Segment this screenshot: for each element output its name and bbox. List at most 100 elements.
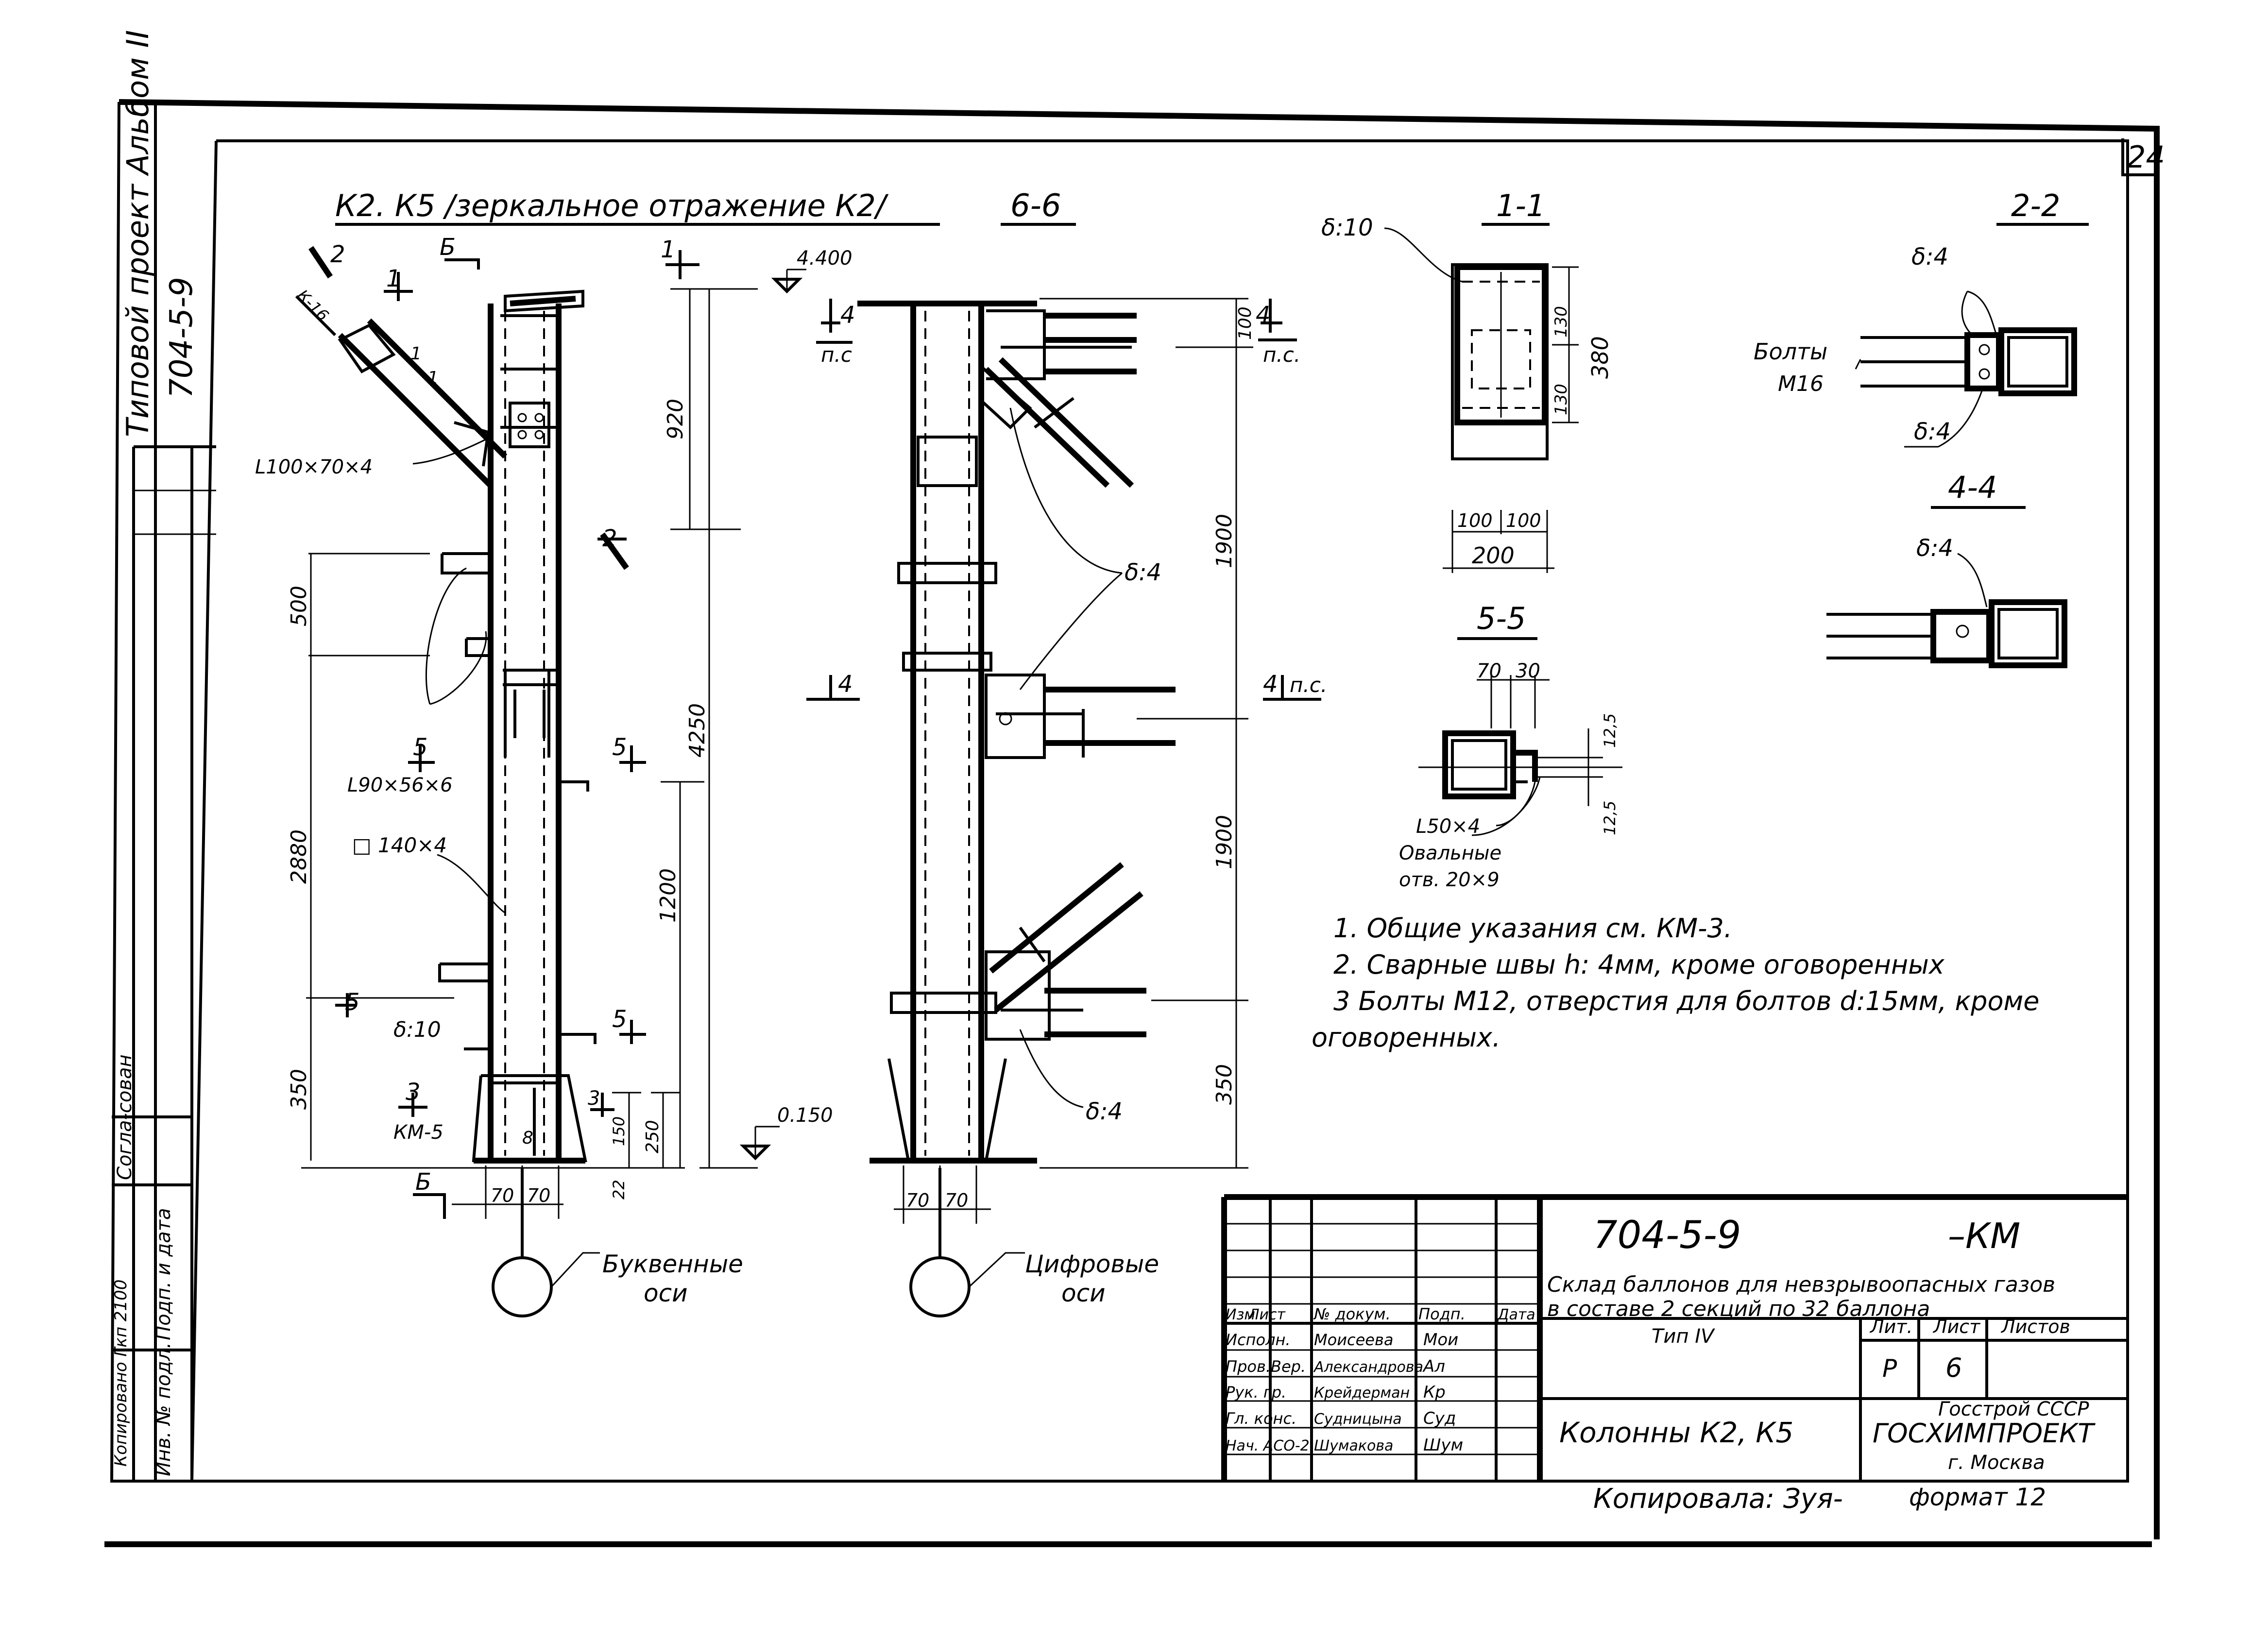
s22-plate-bottom: δ:4	[1914, 418, 1951, 445]
tb-type: Тип IV	[1652, 1325, 1715, 1348]
digit-axes-caption-1: Цифровые	[1025, 1250, 1159, 1278]
view-6-6: 6-6	[806, 188, 1321, 1317]
v66-plate-upper: δ:4	[1125, 559, 1161, 586]
v66-plate-lower: δ:4	[1086, 1098, 1123, 1125]
v66-dim-70a: 70	[906, 1190, 929, 1211]
angle-90x56: L90×56×6	[347, 774, 453, 796]
s11-dim-100b: 100	[1506, 510, 1541, 531]
main-sec-5a: 5	[413, 734, 428, 761]
v66-sec4-right: 4	[1256, 302, 1271, 329]
tb-sign-0: Мои	[1423, 1330, 1458, 1350]
tb-role-3: Гл. конс.	[1226, 1409, 1296, 1428]
general-notes: 1. Общие указания см. КМ-3. 2. Сварные ш…	[1312, 913, 2039, 1053]
main-sec-5b: 5	[612, 734, 627, 761]
s55-holes-1: Овальные	[1399, 842, 1501, 864]
tb-sign-1: Ал	[1422, 1357, 1445, 1376]
tb-org-3: г. Москва	[1948, 1451, 2045, 1474]
main-sec-3-sheet: КМ-5	[393, 1121, 443, 1144]
v66-ps-mid-right: п.с.	[1290, 673, 1327, 697]
main-sec-b: Б	[440, 234, 456, 261]
angle-100x70: L100×70×4	[255, 456, 373, 478]
tb-sheet-no: 6	[1945, 1352, 1962, 1383]
note-2: 2. Сварные швы h: 4мм, кроме оговоренных	[1333, 949, 1945, 980]
tb-stage-label: Лит.	[1869, 1316, 1913, 1337]
tb-suffix: –КМ	[1948, 1215, 2020, 1256]
tb-sheet-label: Лист	[1932, 1316, 1981, 1337]
v66-sec4-mid-left: 4	[838, 671, 853, 698]
s55-angle: L50×4	[1416, 815, 1480, 838]
plate-10: δ:10	[393, 1017, 441, 1042]
v66-ps-right: п.с.	[1263, 343, 1300, 367]
tb-sign-4: Шум	[1423, 1435, 1463, 1455]
tb-h-izm: Изм	[1226, 1306, 1255, 1323]
tb-sign-2: Кр	[1423, 1383, 1446, 1402]
dim-920: 920	[663, 399, 688, 439]
main-sec-2b: 2	[602, 525, 617, 552]
tb-sign-3: Суд	[1423, 1409, 1456, 1428]
s55-dim-125a: 12,5	[1601, 713, 1619, 748]
s55-dim-125b: 12,5	[1601, 801, 1619, 835]
letter-axes-caption-1: Буквенные	[602, 1250, 743, 1278]
tb-description-2: в составе 2 секций по 32 баллона	[1547, 1297, 1930, 1321]
dim-2880: 2880	[287, 829, 311, 884]
sheet-frame	[104, 99, 2160, 1547]
tb-sheets-label: Листов	[2000, 1316, 2070, 1337]
main-sec-3: 3	[406, 1079, 421, 1106]
dim-70b: 70	[527, 1185, 550, 1206]
project-code-vertical: 704-5-9	[164, 277, 200, 398]
copied-note: Копировано Гкп 2100	[111, 1280, 131, 1467]
tb-sheet-title: Колонны К2, К5	[1559, 1416, 1793, 1449]
view-6-6-labels: 4 п.с 4 п.с. 4 4 п.с. δ:4 δ:4 100 1900 1…	[821, 302, 1327, 1211]
v66-ps-left: п.с	[821, 343, 852, 367]
project-title: Типовой проект Альбом II	[120, 30, 155, 437]
dim-22: 22	[610, 1180, 628, 1199]
page-number: 24	[2127, 139, 2165, 175]
note-1: 1. Общие указания см. КМ-3.	[1333, 913, 1732, 944]
note-3: 3 Болты М12, отверстия для болтов d:15мм…	[1333, 986, 2039, 1016]
section-2-2: 2-2	[1855, 188, 2089, 448]
sign-label: Подп. и дата	[153, 1208, 175, 1340]
section-1-1-title: 1-1	[1496, 188, 1545, 223]
tb-format: формат 12	[1909, 1483, 2046, 1511]
tb-name-3: Судницына	[1314, 1411, 1402, 1428]
v66-sec4-mid-right: 4	[1263, 671, 1278, 698]
s22-bolts: Болты	[1754, 338, 1827, 365]
tb-name-1: Александрова	[1313, 1359, 1423, 1376]
tb-h-date: Дата	[1497, 1306, 1535, 1323]
digit-axes-caption-2: оси	[1061, 1279, 1106, 1307]
dim-8: 8	[522, 1128, 533, 1148]
slope-mark-v: 1	[427, 368, 439, 388]
section-2-2-title: 2-2	[2011, 188, 2060, 223]
section-4-4: 4-4	[1826, 470, 2067, 668]
v66-dim-100: 100	[1235, 306, 1255, 340]
tb-code: 704-5-9	[1593, 1214, 1741, 1257]
s55-dim-70: 70	[1477, 660, 1501, 682]
bottom-elevation: 0.150	[777, 1104, 833, 1127]
s11-dim-130a: 130	[1552, 306, 1571, 338]
section-2-2-labels: δ:4 δ:4 Болты М16	[1754, 243, 1951, 445]
tb-stage: Р	[1882, 1354, 1897, 1383]
v66-dim-1900b: 1900	[1212, 815, 1237, 869]
main-sec-5c: 5	[612, 1006, 627, 1033]
left-strip	[112, 104, 216, 1481]
main-sec-1b: 1	[386, 265, 401, 292]
section-1-1-labels: δ:10 380 130 130 100 100 200	[1321, 214, 1613, 569]
main-sec-b-bottom: Б	[415, 1168, 431, 1196]
tb-role-0: Исполн.	[1226, 1331, 1291, 1349]
main-view-dims: 500 920 4250 2880 1200 350 250 150 22 70…	[287, 399, 710, 1206]
agreed-label: Согла-сован	[114, 1054, 136, 1180]
s11-plate: δ:10	[1321, 214, 1373, 241]
dim-500: 500	[287, 586, 311, 626]
s55-dim-30: 30	[1516, 660, 1540, 682]
tb-name-4: Шумакова	[1314, 1437, 1393, 1454]
dim-4250: 4250	[685, 703, 710, 758]
note-3-cont: оговоренных.	[1312, 1022, 1501, 1053]
top-elevation: 4.400	[797, 247, 853, 270]
section-5-5-title: 5-5	[1477, 601, 1526, 636]
s22-plate-top: δ:4	[1911, 243, 1948, 270]
section-5-5: 5-5	[1418, 601, 1622, 836]
s11-dim-100a: 100	[1457, 510, 1493, 531]
title-block-text: 704-5-9 –КМ Склад баллонов для невзрывоо…	[1226, 1214, 2096, 1515]
main-view-title: К2. К5 /зеркальное отражение К2/	[335, 188, 889, 223]
tb-h-doc: № докум.	[1313, 1305, 1391, 1323]
